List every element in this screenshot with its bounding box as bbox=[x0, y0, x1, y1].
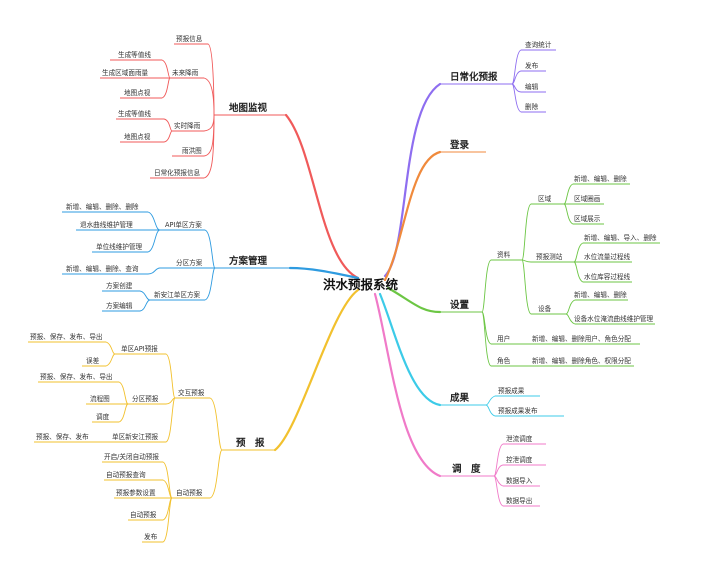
node-device[interactable]: 设备 bbox=[538, 304, 552, 313]
node-stage-storage[interactable]: 水位库容过程线 bbox=[584, 272, 631, 281]
node-api-single-forecast[interactable]: 单区API预报 bbox=[121, 344, 158, 353]
connector-dispatch bbox=[373, 292, 442, 478]
node-data-export[interactable]: 数据导出 bbox=[506, 496, 532, 505]
node-auto-toggle[interactable]: 开启/关闭自动预报 bbox=[104, 452, 159, 461]
node-zone-crud[interactable]: 新增、编辑、删除、查询 bbox=[66, 264, 139, 273]
connector-forecast bbox=[273, 288, 360, 452]
node-region-draw[interactable]: 区域圈画 bbox=[574, 194, 600, 203]
node-forecast-results[interactable]: 预报成果 bbox=[498, 386, 525, 395]
main-connectors bbox=[273, 82, 442, 478]
node-xaj-forecast-actions[interactable]: 预报、保存、发布 bbox=[36, 432, 89, 441]
node-forecast-station[interactable]: 预报测站 bbox=[536, 252, 563, 261]
node-rain-flood-chart[interactable]: 雨洪图 bbox=[182, 146, 202, 155]
branch-title-forecast[interactable]: 预 报 bbox=[236, 437, 265, 449]
node-daily-edit[interactable]: 编辑 bbox=[525, 82, 539, 91]
node-results-publish[interactable]: 预报成果发布 bbox=[498, 406, 538, 415]
connector-login bbox=[383, 150, 442, 282]
branch-title-daily-forecast[interactable]: 日常化预报 bbox=[450, 71, 498, 83]
connector-daily-forecast bbox=[383, 82, 442, 278]
node-device-crud[interactable]: 新增、编辑、删除 bbox=[574, 290, 627, 299]
node-user-manage[interactable]: 新增、编辑、删除用户、角色分配 bbox=[532, 334, 631, 343]
node-plan-create[interactable]: 方案创建 bbox=[106, 281, 133, 290]
node-future-isoline[interactable]: 生成等值线 bbox=[118, 50, 151, 59]
branch-title-map-monitor[interactable]: 地图监视 bbox=[229, 102, 268, 114]
node-daily-publish[interactable]: 发布 bbox=[525, 61, 539, 70]
node-realtime-map-point[interactable]: 地图点视 bbox=[124, 132, 151, 141]
connector-results bbox=[378, 292, 442, 407]
node-recession-curve[interactable]: 退水曲线维护管理 bbox=[80, 220, 133, 229]
node-role-manage[interactable]: 新增、编辑、删除角色、权限分配 bbox=[532, 356, 631, 365]
node-materials[interactable]: 资料 bbox=[497, 250, 511, 259]
node-region[interactable]: 区域 bbox=[538, 194, 552, 203]
node-forecast-params[interactable]: 预报参数设置 bbox=[116, 488, 156, 497]
branch-title-settings[interactable]: 设置 bbox=[450, 299, 470, 311]
branch-title-results[interactable]: 成果 bbox=[450, 392, 470, 404]
settings-branch: 设置 资料 区域 新增、编辑、删除 区域圈画 区域展示 预报测站 新增、编辑、导… bbox=[450, 174, 657, 365]
node-data-import[interactable]: 数据导入 bbox=[506, 476, 533, 485]
node-interactive-forecast[interactable]: 交互预报 bbox=[178, 388, 205, 397]
node-zone-forecast[interactable]: 分区预报 bbox=[132, 394, 159, 403]
node-future-map-point[interactable]: 地图点视 bbox=[124, 88, 151, 97]
node-zone-plan[interactable]: 分区方案 bbox=[176, 258, 203, 267]
results-lines bbox=[440, 395, 564, 417]
connector-settings bbox=[386, 286, 442, 314]
node-zone-dispatch[interactable]: 调度 bbox=[96, 412, 110, 421]
plan-manage-lines bbox=[62, 211, 290, 312]
center-topic[interactable]: 洪水预报系统 bbox=[323, 277, 399, 292]
connector-plan-manage bbox=[288, 266, 360, 280]
node-xaj-single-forecast[interactable]: 单区新安江预报 bbox=[112, 432, 159, 441]
map-monitor-branch: 地图监视 预报信息 未来降雨 生成等值线 生成区域面雨量 地图点视 实时降雨 生… bbox=[102, 34, 268, 177]
node-plan-edit[interactable]: 方案编辑 bbox=[106, 301, 133, 310]
branch-title-dispatch[interactable]: 调 度 bbox=[452, 463, 481, 475]
connector-map-monitor bbox=[284, 113, 360, 280]
node-region-crud[interactable]: 新增、编辑、删除 bbox=[574, 174, 627, 183]
node-auto-forecast-sub[interactable]: 自动预报 bbox=[130, 510, 157, 519]
node-zone-forecast-actions[interactable]: 预报、保存、发布、导出 bbox=[40, 372, 113, 381]
node-region-display[interactable]: 区域展示 bbox=[574, 214, 601, 223]
results-branch: 成果 预报成果 预报成果发布 bbox=[450, 386, 538, 415]
node-forecast-info[interactable]: 预报信息 bbox=[176, 34, 203, 43]
node-auto-query[interactable]: 自动预报查询 bbox=[106, 470, 146, 479]
node-flowchart[interactable]: 流程图 bbox=[90, 394, 110, 403]
node-api-single-plan[interactable]: API单区方案 bbox=[165, 220, 202, 229]
node-controlled-dispatch[interactable]: 控泄调度 bbox=[506, 455, 533, 464]
node-spill-dispatch[interactable]: 泄流调度 bbox=[506, 434, 533, 443]
node-api-forecast-actions[interactable]: 预报、保存、发布、导出 bbox=[30, 332, 103, 341]
dispatch-lines bbox=[440, 443, 546, 507]
node-realtime-isoline[interactable]: 生成等值线 bbox=[118, 109, 151, 118]
node-daily-forecast-info[interactable]: 日常化预报信息 bbox=[154, 168, 201, 177]
branch-title-plan-manage[interactable]: 方案管理 bbox=[229, 255, 268, 267]
forecast-branch: 预 报 交互预报 单区API预报 预报、保存、发布、导出 误差 分区预报 预报、… bbox=[30, 332, 265, 541]
map-monitor-lines bbox=[100, 43, 286, 179]
node-unit-line[interactable]: 单位线维护管理 bbox=[96, 242, 143, 251]
forecast-lines bbox=[28, 341, 275, 543]
node-realtime-rain[interactable]: 实时降雨 bbox=[174, 121, 201, 130]
node-future-rain[interactable]: 未来降雨 bbox=[172, 68, 199, 77]
login-branch: 登录 bbox=[449, 139, 470, 151]
node-user[interactable]: 用户 bbox=[497, 334, 510, 343]
node-error[interactable]: 误差 bbox=[86, 356, 100, 365]
node-auto-forecast[interactable]: 自动预报 bbox=[176, 488, 203, 497]
node-device-curve[interactable]: 设备水位淹流曲线维护管理 bbox=[574, 314, 654, 323]
node-daily-delete[interactable]: 删除 bbox=[525, 102, 539, 111]
dispatch-branch: 调 度 泄流调度 控泄调度 数据导入 数据导出 bbox=[452, 434, 533, 505]
node-stage-discharge[interactable]: 水位流量过程线 bbox=[584, 252, 631, 261]
node-daily-query-stats[interactable]: 查询统计 bbox=[525, 40, 552, 49]
node-xaj-single-plan[interactable]: 新安江单区方案 bbox=[154, 290, 201, 299]
node-future-area-rain[interactable]: 生成区域面雨量 bbox=[102, 68, 149, 77]
branch-title-login[interactable]: 登录 bbox=[449, 139, 470, 151]
daily-forecast-lines bbox=[440, 49, 556, 113]
node-role[interactable]: 角色 bbox=[497, 356, 511, 365]
node-station-crud[interactable]: 新增、编辑、导入、删除 bbox=[584, 233, 657, 242]
plan-manage-branch: 方案管理 API单区方案 新增、编辑、删除、删除 退水曲线维护管理 单位线维护管… bbox=[66, 202, 268, 310]
node-api-crud[interactable]: 新增、编辑、删除、删除 bbox=[66, 202, 139, 211]
node-auto-publish[interactable]: 发布 bbox=[144, 532, 158, 541]
daily-forecast-branch: 日常化预报 查询统计 发布 编辑 删除 bbox=[450, 40, 552, 111]
settings-lines bbox=[440, 183, 660, 367]
